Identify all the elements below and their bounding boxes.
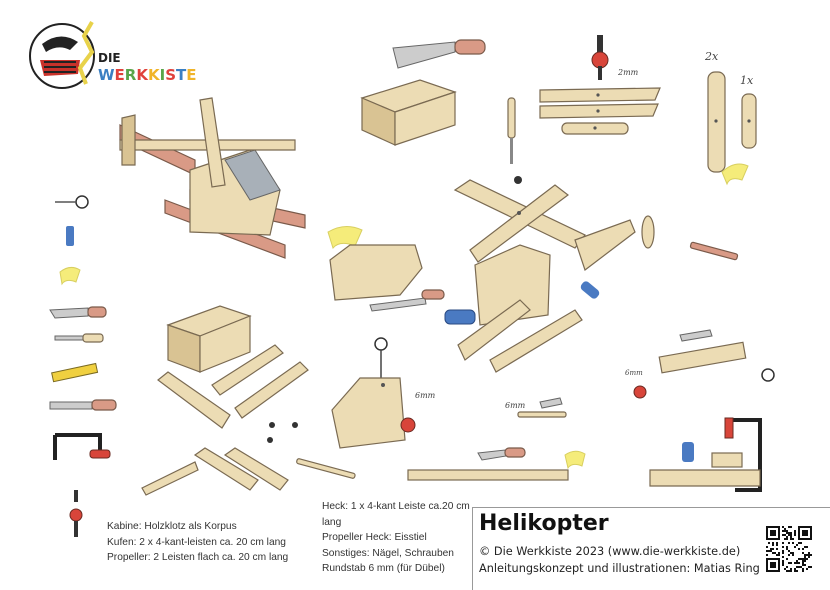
center-assembly-illustration [327,97,739,373]
logo-text-die: DIE [98,51,121,65]
material-cabin: Kabine: Holzklotz als Korpus [107,521,237,532]
label-2x: 2x [704,50,719,63]
dowel-cutting-illustration: 6mm [407,397,586,481]
body-drilling-illustration: 6mm [331,337,436,449]
material-dowel: Rundstab 6 mm (für Dübel) [322,563,445,575]
werkkiste-logo: DIE WERKKISTE [29,21,197,89]
label-2mm: 2mm [617,68,639,77]
materials-list-left: Kabine: Holzklotz als Korpus Kufen: 2 x … [107,519,312,566]
label-1x: 1x [740,74,754,87]
qr-code[interactable] [766,526,812,572]
title-box: Helikopter © Die Werkkiste 2023 (www.die… [472,507,830,590]
label-6mm-dowel: 6mm [505,401,526,410]
material-misc: Sonstiges: Nägel, Schrauben [322,547,454,559]
saw-and-block-illustration [360,39,486,146]
material-propeller: Propeller: 2 Leisten flach ca. 20 cm lan… [107,552,289,564]
copyright-text: © Die Werkkiste 2023 (www.die-werkkiste.… [479,545,741,558]
material-skids: Kufen: 2 x 4-kant-leisten ca. 20 cm lang [107,536,286,548]
credits-text: Anleitungskonzept und illustrationen: Ma… [479,562,760,575]
material-tail: Heck: 1 x 4-kant Leiste ca.20 cm lang [322,501,470,528]
tools-column-illustration [49,195,117,537]
page-title: Helikopter [479,511,609,536]
drill-flat-strips-illustration: 2mm [539,35,661,135]
parts-cut-illustration [141,305,356,496]
logo-text-werkkiste: WERKKISTE [98,66,197,84]
label-6mm-body: 6mm [415,391,436,400]
materials-list-right: Heck: 1 x 4-kant Leiste ca.20 cm lang Pr… [322,499,470,577]
assembled-helicopter-illustration [119,97,306,259]
material-tail-propeller: Propeller Heck: Eisstiel [322,532,427,544]
label-6mm-tail: 6mm [625,369,643,377]
tail-assembly-illustration: 6mm [625,329,775,492]
propeller-strips-count-illustration: 2x 1x [704,50,757,186]
